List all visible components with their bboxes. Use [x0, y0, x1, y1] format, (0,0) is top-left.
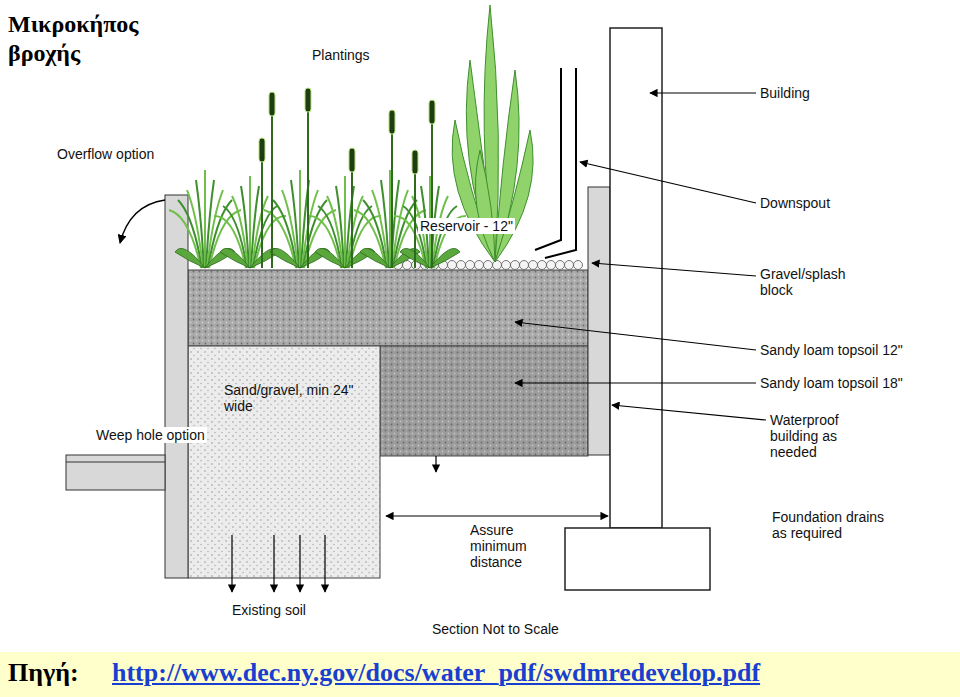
leader-lines — [232, 93, 766, 592]
footing — [565, 528, 710, 590]
topsoil-12-layer — [188, 270, 588, 346]
waterproof-label: Waterproof building as needed — [770, 412, 875, 460]
overflow-arrow — [120, 200, 165, 243]
topsoil-label: Sandy loam topsoil 12" — [760, 342, 903, 358]
plant-label: Plantings — [312, 47, 370, 63]
plantings — [169, 5, 533, 268]
topsoil-label: Sandy loam topsoil 18" — [760, 375, 903, 391]
weep-hole-pipe — [66, 455, 165, 490]
building-label: Building — [760, 85, 810, 101]
gravel-label: Gravel/splash block — [760, 266, 872, 298]
sand-gravel-column: Sand/gravel, min 24" wide — [188, 346, 380, 578]
source-url: http://www.dec.ny.gov/docs/water_pdf/swd… — [112, 658, 760, 688]
diagram-title: Μικροκήπος βροχής — [8, 10, 188, 68]
weep-hole-pipe — [66, 462, 165, 463]
distance-label: Assure minimum distance — [470, 522, 552, 570]
scale-note: Section Not to Scale — [432, 621, 559, 637]
reservoir-label: Reservoir - 12" — [418, 218, 515, 234]
downspout-label: Downspout — [760, 195, 830, 211]
topsoil-18-layer — [380, 346, 588, 456]
downspout — [535, 68, 561, 250]
foundation-drain-label: Foundation drains as required — [772, 509, 897, 541]
downspout — [545, 68, 576, 258]
source-band — [0, 652, 960, 697]
overflow-label: Overflow option — [57, 146, 154, 162]
soil-label: Existing soil — [232, 602, 306, 618]
source-label: Πηγή: — [8, 658, 79, 688]
region-label: Sand/gravel, min 24" wide — [224, 382, 354, 414]
building-wall — [610, 28, 662, 528]
planter-wall — [588, 187, 610, 455]
sand-gravel-column — [188, 346, 380, 578]
weep-hole-label: Weep hole option — [94, 427, 207, 443]
